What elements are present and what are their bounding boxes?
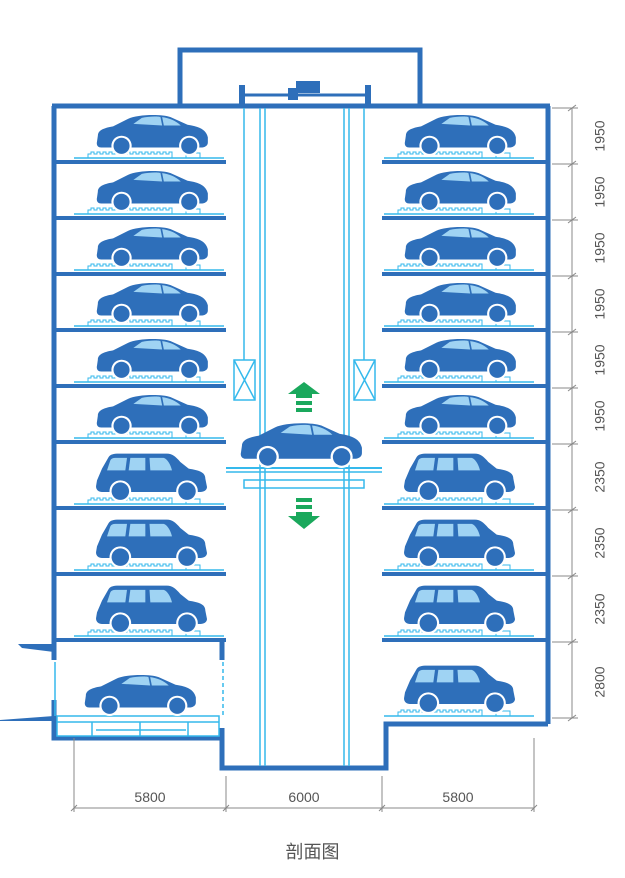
suv-car-icon [404, 519, 515, 568]
counterweight-right [353, 359, 376, 401]
dimension-tick-slash [567, 272, 577, 280]
dimension-tick-slash [567, 160, 577, 168]
sedan-car-icon [84, 674, 196, 716]
floor-height-label: 2350 [592, 461, 608, 492]
sedan-car-icon [404, 394, 516, 436]
dimension-tick-slash [567, 440, 577, 448]
dimension-tick-slash [530, 804, 538, 812]
sedan-car-icon [96, 394, 208, 436]
floor-height-label: 2350 [592, 527, 608, 558]
suv-car-icon [404, 453, 515, 502]
sedan-car-icon [404, 282, 516, 324]
parking-floor [56, 170, 546, 220]
dimension-tick-slash [567, 638, 577, 646]
parking-floor [56, 114, 546, 164]
bay-width-label: 6000 [288, 789, 319, 805]
sedan-car-icon [404, 226, 516, 268]
dimension-tick-slash [378, 804, 386, 812]
sedan-car-icon [404, 338, 516, 380]
sedan-car-icon [404, 114, 516, 156]
up-arrow-icon [288, 382, 320, 412]
parking-floor [56, 585, 546, 642]
floor-height-label: 1950 [592, 288, 608, 319]
floor-height-label: 1950 [592, 232, 608, 263]
parking-floor [56, 282, 546, 332]
dimension-tick-slash [567, 328, 577, 336]
floor-height-label: 1950 [592, 400, 608, 431]
dimension-tick-slash [70, 804, 78, 812]
building-structure [51, 47, 551, 771]
sedan-car-icon [96, 114, 208, 156]
floor-height-label: 1950 [592, 120, 608, 151]
bay-width-label: 5800 [442, 789, 473, 805]
suv-car-icon [96, 453, 207, 502]
floor-height-label: 1950 [592, 344, 608, 375]
parking-floor [84, 665, 534, 717]
dimension-tick-slash [567, 104, 577, 112]
floor-height-label: 2350 [592, 593, 608, 624]
sedan-car-icon [96, 226, 208, 268]
parking-floor [56, 338, 546, 388]
dimension-tick-slash [222, 804, 230, 812]
sedan-car-icon [96, 170, 208, 212]
floor-height-label: 2800 [592, 666, 608, 697]
sedan-car-icon [404, 170, 516, 212]
dimension-tick-slash [567, 216, 577, 224]
sedan-car-icon [96, 282, 208, 324]
dimension-tick-slash [567, 714, 577, 722]
parking-floor [56, 226, 546, 276]
parking-floor [56, 394, 546, 444]
parking-floor [56, 453, 546, 510]
entrance-ramps [0, 644, 54, 721]
suv-car-icon [404, 665, 515, 714]
diagram-caption: 剖面图 [285, 842, 340, 863]
hoist-gearbox [288, 88, 298, 100]
parking-floor [56, 519, 546, 576]
suv-car-icon [96, 519, 207, 568]
dimension-tick-slash [567, 384, 577, 392]
hoist-motor-icon [296, 81, 320, 93]
dimension-tick-slash [567, 506, 577, 514]
floor-height-label: 1950 [592, 176, 608, 207]
bay-width-label: 5800 [134, 789, 165, 805]
counterweight-left [233, 359, 256, 401]
down-arrow-icon [288, 498, 320, 529]
sedan-car-icon [96, 338, 208, 380]
lift-platform [226, 467, 382, 489]
suv-car-icon [96, 585, 207, 634]
entrance-pallet [56, 715, 220, 737]
dimension-tick-slash [567, 572, 577, 580]
machine-room-outline [177, 47, 423, 106]
pit-outline [51, 700, 548, 771]
suv-car-icon [404, 585, 515, 634]
